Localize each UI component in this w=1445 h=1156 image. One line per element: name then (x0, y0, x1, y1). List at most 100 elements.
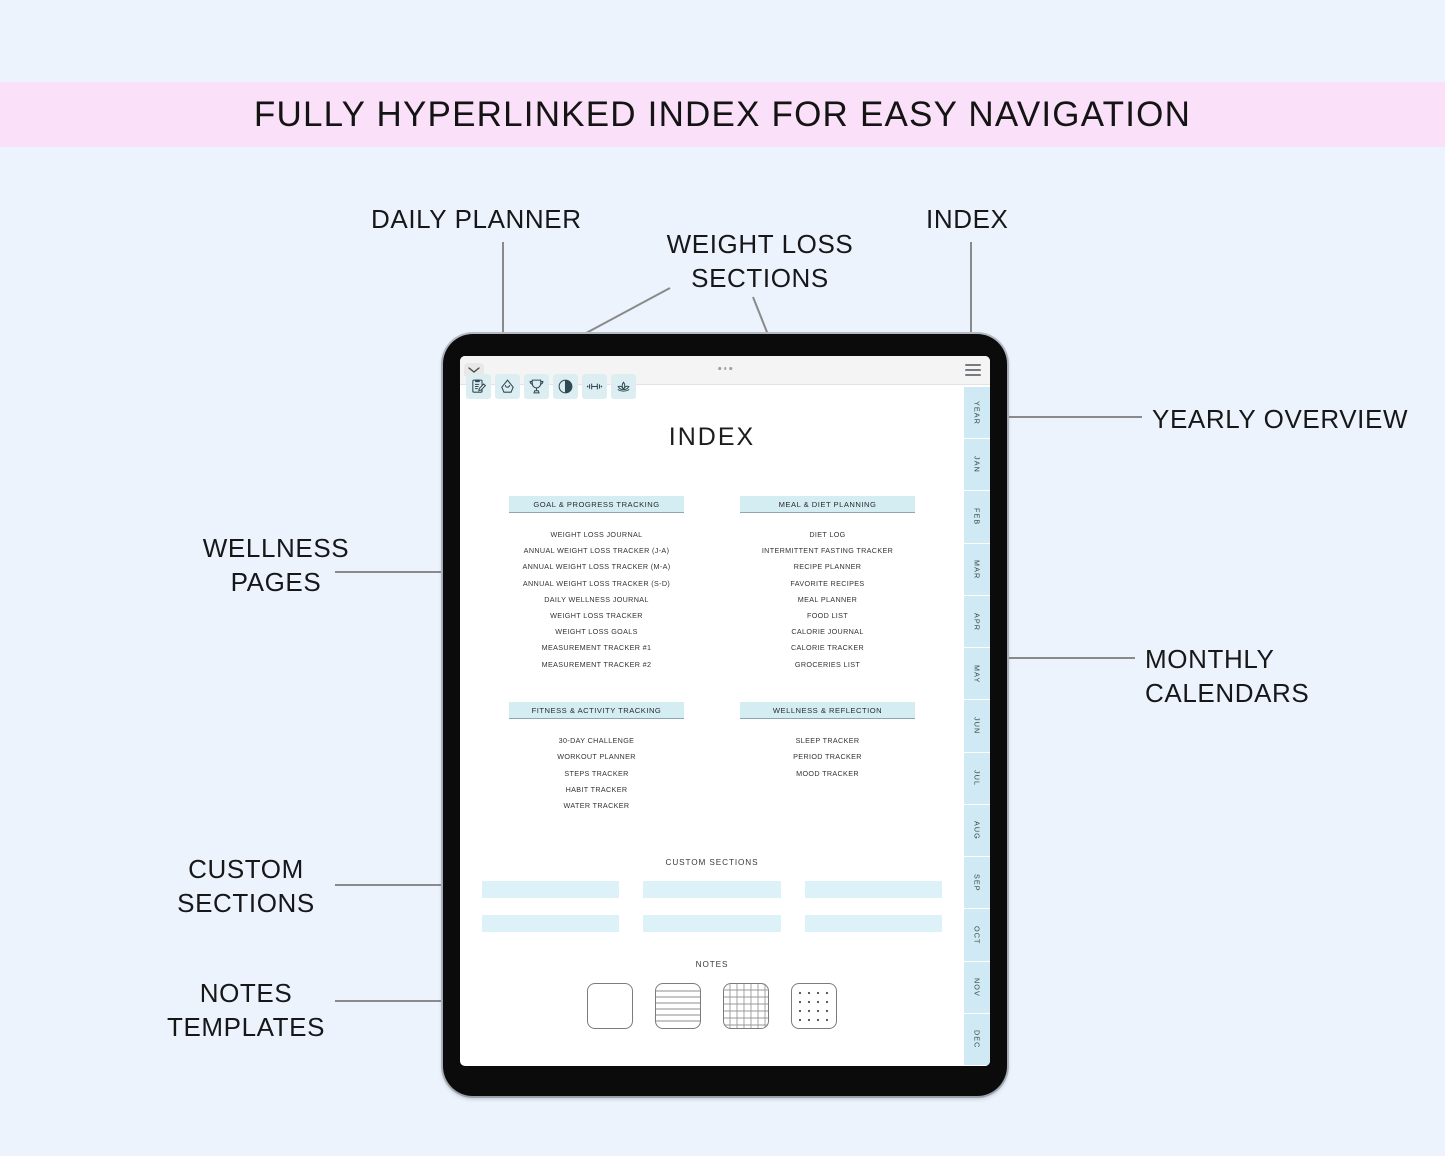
list-item[interactable]: FAVORITE RECIPES (790, 578, 865, 588)
section-heading[interactable]: FITNESS & ACTIVITY TRACKING (509, 702, 684, 719)
list-item[interactable]: MEASUREMENT TRACKER #2 (541, 659, 652, 669)
note-template-lined-icon[interactable] (655, 982, 701, 1029)
list-item[interactable]: SLEEP TRACKER (795, 736, 860, 746)
list-item[interactable]: WEIGHT LOSS GOALS (555, 627, 638, 637)
annotation-custom-sections: CUSTOM SECTIONS (177, 854, 315, 919)
section-wellness-reflection: WELLNESS & REFLECTION SLEEP TRACKER PERI… (740, 702, 915, 781)
rail-tab-jun[interactable]: JUN (964, 700, 990, 753)
custom-section-field[interactable] (643, 914, 781, 932)
list-item[interactable]: WEIGHT LOSS TRACKER (550, 611, 643, 621)
rail-tab-label: OCT (972, 925, 982, 945)
rail-tab-feb[interactable]: FEB (964, 491, 990, 544)
list-item[interactable]: STEPS TRACKER (564, 768, 629, 778)
annotation-notes-templates: NOTES TEMPLATES (166, 978, 326, 1043)
rail-tab-nov[interactable]: NOV (964, 961, 990, 1014)
rail-tab-label: APR (972, 612, 982, 631)
annotation-wellness-pages: WELLNESS PAGES (202, 533, 350, 598)
list-item[interactable]: PERIOD TRACKER (793, 752, 862, 762)
custom-sections-grid (482, 880, 942, 932)
planner-page: INDEX GOAL & PROGRESS TRACKING WEIGHT LO… (460, 385, 990, 1066)
scale-icon[interactable] (495, 374, 520, 399)
more-options-icon[interactable] (718, 367, 732, 370)
chevron-down-icon[interactable] (464, 363, 484, 376)
index-columns: GOAL & PROGRESS TRACKING WEIGHT LOSS JOU… (460, 496, 964, 814)
rail-tab-label: MAY (972, 664, 982, 683)
custom-section-field[interactable] (482, 914, 620, 932)
list-item[interactable]: WORKOUT PLANNER (557, 752, 636, 762)
rail-tab-jan[interactable]: JAN (964, 439, 990, 492)
list-item[interactable]: DIET LOG (809, 530, 846, 540)
tablet-screen: INDEX GOAL & PROGRESS TRACKING WEIGHT LO… (460, 356, 990, 1066)
clipboard-note-icon[interactable] (466, 374, 491, 399)
list-item[interactable]: 30-DAY CHALLENGE (558, 736, 635, 746)
nutrition-icon[interactable] (553, 374, 578, 399)
custom-section-field[interactable] (482, 880, 620, 898)
rail-tab-aug[interactable]: AUG (964, 804, 990, 858)
annotation-yearly-overview: YEARLY OVERVIEW (1152, 404, 1409, 434)
annotation-weight-loss-sections: WEIGHT LOSS SECTIONS (666, 229, 854, 294)
rail-tab-dec[interactable]: DEC (964, 1013, 990, 1066)
section-goal-progress-tracking: GOAL & PROGRESS TRACKING WEIGHT LOSS JOU… (509, 496, 684, 672)
rail-tab-oct[interactable]: OCT (964, 909, 990, 962)
rail-tab-mar[interactable]: MAR (964, 543, 990, 596)
rail-tab-label: DEC (972, 1030, 982, 1049)
section-toolbar[interactable] (466, 374, 636, 399)
section-fitness-activity-tracking: FITNESS & ACTIVITY TRACKING 30-DAY CHALL… (509, 702, 684, 813)
rail-tab-label: JAN (972, 456, 982, 474)
rail-tab-label: AUG (972, 821, 982, 840)
list-item[interactable]: MOOD TRACKER (796, 768, 859, 778)
dumbbell-icon[interactable] (582, 374, 607, 399)
banner: FULLY HYPERLINKED INDEX FOR EASY NAVIGAT… (0, 82, 1445, 147)
list-item[interactable]: WATER TRACKER (563, 801, 630, 811)
index-column-right: MEAL & DIET PLANNING DIET LOG INTERMITTE… (740, 496, 915, 814)
annotation-index: INDEX (926, 204, 1009, 234)
hamburger-icon[interactable] (965, 364, 981, 376)
list-item[interactable]: ANNUAL WEIGHT LOSS TRACKER (M-A) (522, 562, 671, 572)
list-item[interactable]: WEIGHT LOSS JOURNAL (550, 530, 643, 540)
rail-tab-label: JUN (972, 717, 982, 735)
custom-section-field[interactable] (643, 880, 781, 898)
notes-templates-row (482, 982, 942, 1029)
month-tab-rail[interactable]: YEAR JAN FEB MAR APR MAY JUN JUL AUG SEP… (964, 385, 990, 1066)
planner-page-content: INDEX GOAL & PROGRESS TRACKING WEIGHT LO… (460, 385, 964, 1066)
banner-title: FULLY HYPERLINKED INDEX FOR EASY NAVIGAT… (253, 94, 1192, 134)
list-item[interactable]: MEASUREMENT TRACKER #1 (541, 643, 652, 653)
rail-tab-jul[interactable]: JUL (964, 752, 990, 805)
trophy-icon[interactable] (524, 374, 549, 399)
list-item[interactable]: CALORIE JOURNAL (791, 627, 864, 637)
rail-tab-label: YEAR (972, 400, 982, 425)
list-item[interactable]: INTERMITTENT FASTING TRACKER (761, 546, 894, 556)
list-item[interactable]: CALORIE TRACKER (790, 643, 864, 653)
notes-title: NOTES (695, 959, 729, 969)
list-item[interactable]: ANNUAL WEIGHT LOSS TRACKER (S-D) (522, 578, 671, 588)
list-item[interactable]: GROCERIES LIST (794, 659, 861, 669)
note-template-grid-icon[interactable] (723, 982, 769, 1029)
section-heading[interactable]: MEAL & DIET PLANNING (740, 496, 915, 513)
note-template-blank-icon[interactable] (587, 982, 633, 1029)
page-title: INDEX (668, 423, 756, 451)
list-item[interactable]: HABIT TRACKER (565, 784, 628, 794)
custom-section-field[interactable] (804, 914, 942, 932)
lotus-icon[interactable] (611, 374, 636, 399)
rail-tab-label: NOV (972, 977, 982, 997)
section-items: 30-DAY CHALLENGE WORKOUT PLANNER STEPS T… (509, 733, 684, 814)
note-template-dotted-icon[interactable] (791, 982, 837, 1029)
rail-tab-apr[interactable]: APR (964, 595, 990, 649)
list-item[interactable]: FOOD LIST (806, 611, 849, 621)
list-item[interactable]: ANNUAL WEIGHT LOSS TRACKER (J-A) (523, 546, 670, 556)
rail-tab-label: MAR (972, 559, 982, 579)
annotation-daily-planner: DAILY PLANNER (371, 204, 582, 234)
custom-section-field[interactable] (804, 880, 942, 898)
rail-tab-label: JUL (972, 770, 982, 787)
rail-tab-may[interactable]: MAY (964, 648, 990, 701)
list-item[interactable]: DAILY WELLNESS JOURNAL (544, 594, 649, 604)
list-item[interactable]: RECIPE PLANNER (793, 562, 862, 572)
list-item[interactable]: MEAL PLANNER (797, 594, 858, 604)
custom-sections-title: CUSTOM SECTIONS (665, 857, 759, 867)
rail-tab-label: SEP (972, 873, 982, 892)
rail-tab-year[interactable]: YEAR (964, 387, 990, 440)
rail-tab-sep[interactable]: SEP (964, 857, 990, 910)
section-heading[interactable]: WELLNESS & REFLECTION (740, 702, 915, 719)
custom-sections-block: CUSTOM SECTIONS (460, 858, 964, 932)
section-heading[interactable]: GOAL & PROGRESS TRACKING (509, 496, 684, 513)
